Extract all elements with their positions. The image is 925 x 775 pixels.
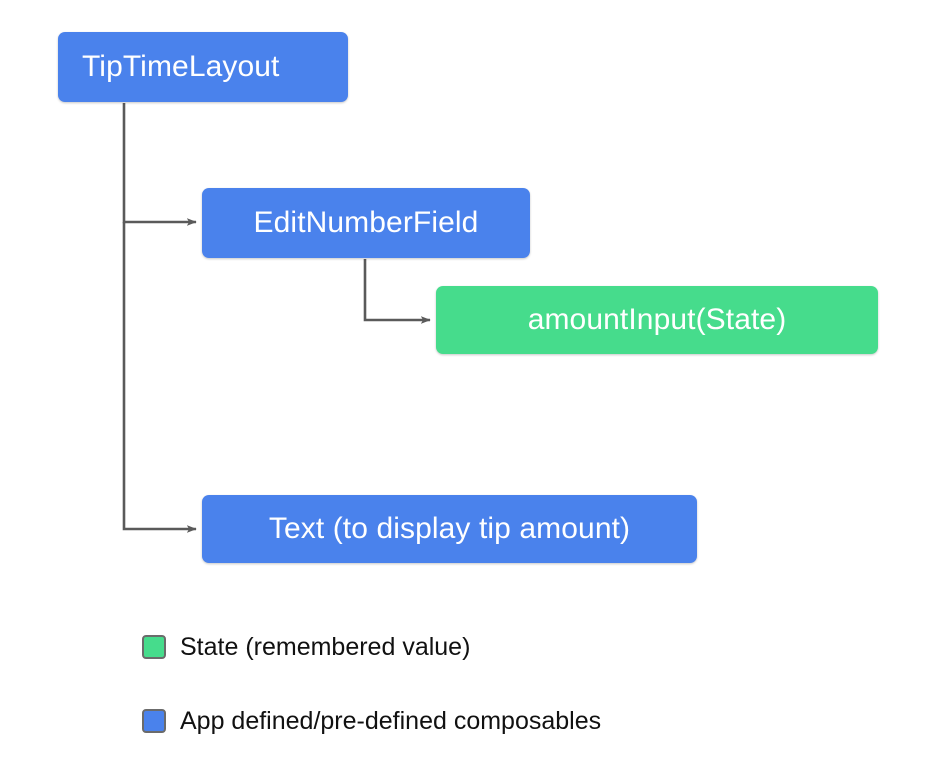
node-text-tip-amount-label: Text (to display tip amount)	[268, 512, 631, 545]
node-amountinput-label: amountInput(State)	[527, 303, 787, 336]
legend-item-composable-label: App defined/pre-defined composables	[180, 706, 602, 735]
edge-tiptimelayout-to-editnumberfield	[122, 103, 197, 226]
node-tiptimelayout-label: TipTimeLayout	[82, 50, 280, 83]
legend: State (remembered value) App defined/pre…	[142, 628, 782, 740]
edge-editnumberfield-to-amountinput	[363, 259, 431, 324]
node-editnumberfield[interactable]: EditNumberField	[202, 188, 530, 258]
edge-tiptimelayout-to-text-tip	[122, 222, 197, 533]
legend-item-composable: App defined/pre-defined composables	[142, 702, 782, 740]
node-amountinput-state[interactable]: amountInput(State)	[436, 286, 878, 354]
node-tiptimelayout[interactable]: TipTimeLayout	[58, 32, 348, 102]
legend-swatch-composable-icon	[142, 709, 166, 733]
legend-item-state-label: State (remembered value)	[180, 632, 471, 661]
node-editnumberfield-label: EditNumberField	[253, 206, 479, 239]
legend-swatch-state-icon	[142, 635, 166, 659]
node-text-tip-amount[interactable]: Text (to display tip amount)	[202, 495, 697, 563]
legend-item-state: State (remembered value)	[142, 628, 782, 666]
